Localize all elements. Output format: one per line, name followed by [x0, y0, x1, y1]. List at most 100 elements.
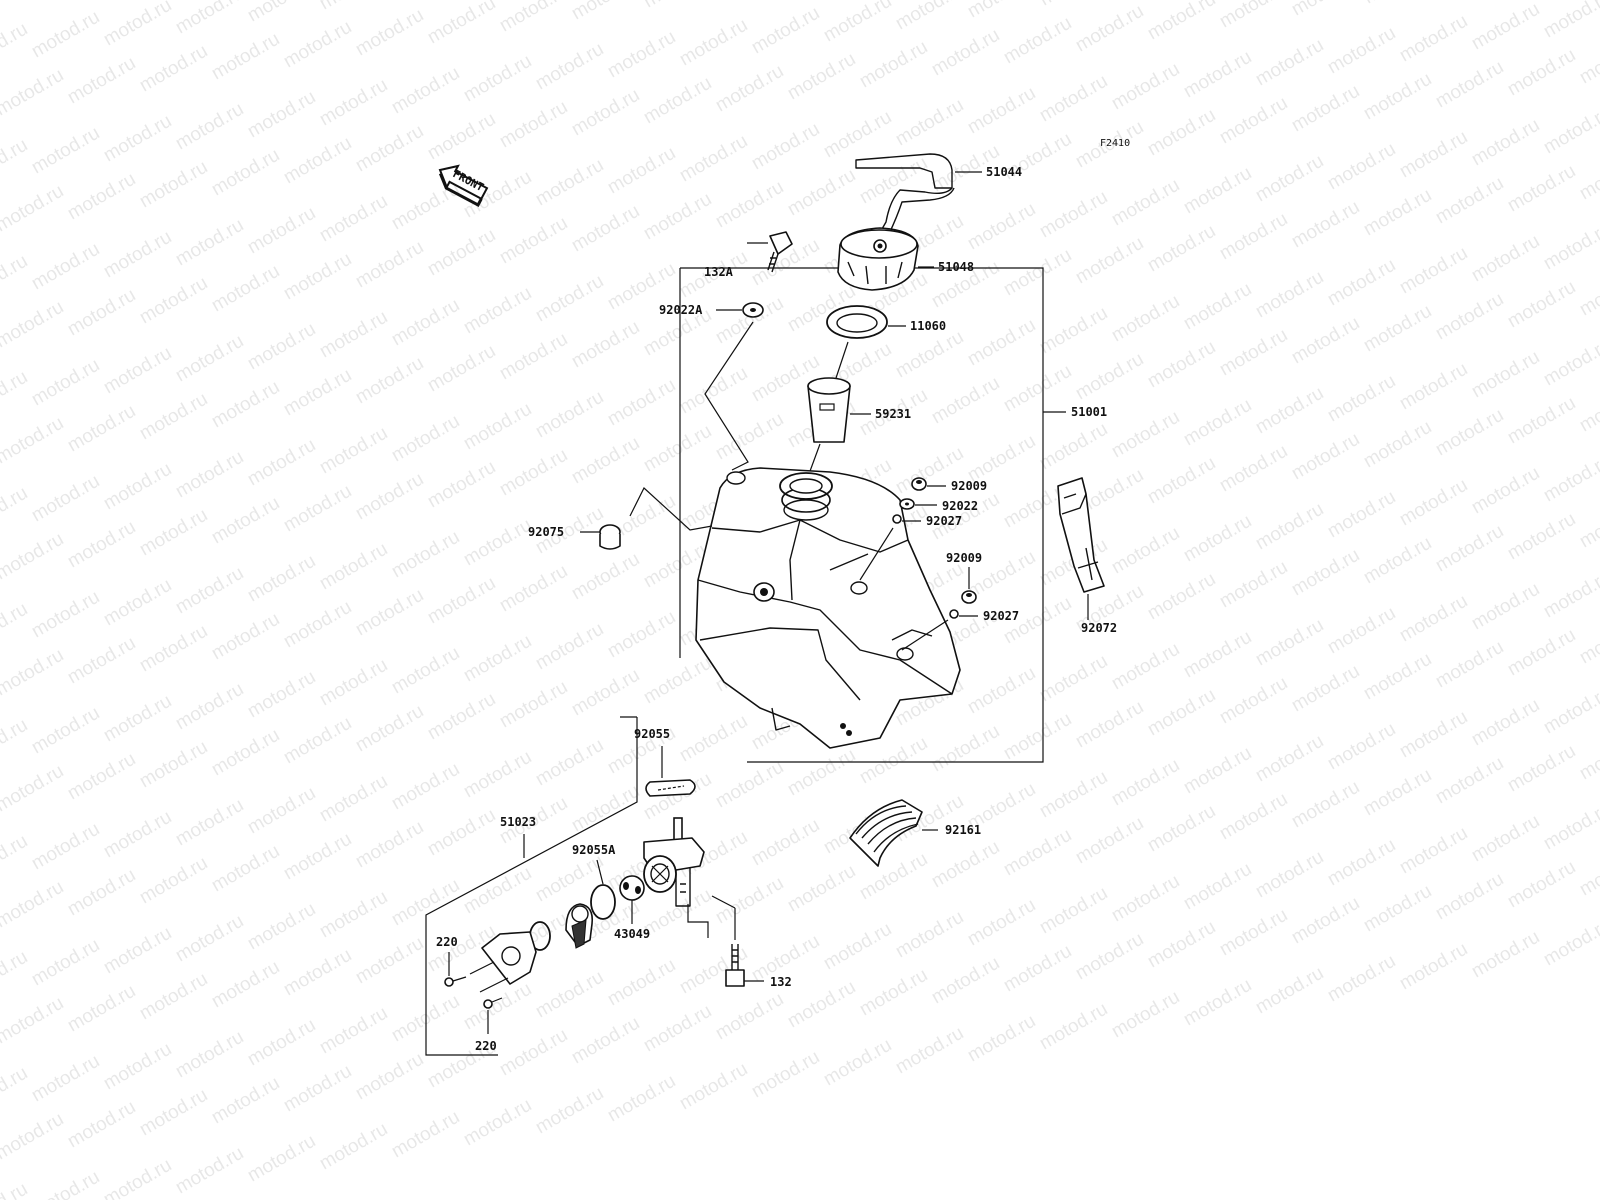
watermark-text: motod.ru	[1396, 591, 1471, 647]
watermark-text: motod.ru	[1072, 233, 1147, 289]
watermark-text: motod.ru	[316, 423, 391, 479]
watermark-text: motod.ru	[208, 261, 283, 317]
watermark-text: motod.ru	[64, 53, 139, 109]
watermark-text: motod.ru	[1396, 707, 1471, 763]
watermark-text: motod.ru	[244, 667, 319, 723]
label-132A: 132A	[704, 265, 734, 279]
watermark-text: motod.ru	[64, 1097, 139, 1153]
watermark-text: motod.ru	[1540, 799, 1600, 855]
watermark-text: motod.ru	[388, 527, 463, 583]
label-92009-upper: 92009	[951, 479, 987, 493]
watermark-text: motod.ru	[280, 713, 355, 769]
watermark-text: motod.ru	[1216, 0, 1291, 32]
watermark-text: motod.ru	[1540, 0, 1600, 42]
watermark-text: motod.ru	[1288, 893, 1363, 949]
watermark-text: motod.ru	[244, 87, 319, 143]
watermark-text: motod.ru	[640, 0, 715, 12]
watermark-text: motod.ru	[928, 837, 1003, 893]
watermark-text: motod.ru	[0, 19, 31, 75]
watermark-text: motod.ru	[208, 493, 283, 549]
watermark-text: motod.ru	[1396, 475, 1471, 531]
watermark-text: motod.ru	[964, 199, 1039, 255]
watermark-text: motod.ru	[388, 295, 463, 351]
watermark-text: motod.ru	[460, 1095, 535, 1151]
watermark-text: motod.ru	[496, 0, 571, 36]
watermark-text: motod.ru	[0, 135, 31, 191]
watermark-text: motod.ru	[964, 1011, 1039, 1067]
washer-92022A	[704, 302, 764, 471]
watermark-text: motod.ru	[1324, 951, 1399, 1007]
label-92027-lower: 92027	[983, 609, 1019, 623]
watermark-text: motod.ru	[136, 41, 211, 97]
watermark-text: motod.ru	[856, 153, 931, 209]
watermark-text: motod.ru	[316, 1119, 391, 1175]
watermark-text: motod.ru	[676, 131, 751, 187]
watermark-text: motod.ru	[1432, 405, 1507, 461]
watermark-text: motod.ru	[1216, 93, 1291, 149]
watermark-text: motod.ru	[28, 587, 103, 643]
watermark-text: motod.ru	[1180, 47, 1255, 103]
watermark-text: motod.ru	[280, 597, 355, 653]
watermark-text: motod.ru	[1072, 929, 1147, 985]
watermark-text: motod.ru	[1468, 927, 1543, 983]
watermark-text: motod.ru	[640, 885, 715, 941]
watermark-text: motod.ru	[172, 1143, 247, 1199]
watermark-text: motod.ru	[1396, 11, 1471, 67]
watermark-text: motod.ru	[676, 711, 751, 767]
watermark-text: motod.ru	[1576, 149, 1600, 205]
watermark-text: motod.ru	[640, 421, 715, 477]
watermark-text: motod.ru	[1252, 963, 1327, 1019]
label-92022: 92022	[942, 499, 978, 513]
watermark-text: motod.ru	[208, 29, 283, 85]
watermark-text: motod.ru	[532, 735, 607, 791]
watermark-text: motod.ru	[1144, 337, 1219, 393]
watermark-text: motod.ru	[1468, 463, 1543, 519]
watermark-text: motod.ru	[388, 1107, 463, 1163]
watermark-text: motod.ru	[316, 307, 391, 363]
watermark-text: motod.ru	[28, 355, 103, 411]
watermark-text: motod.ru	[424, 341, 499, 397]
watermark-text: motod.ru	[100, 923, 175, 979]
watermark-text: motod.ru	[0, 877, 67, 933]
watermark-text: motod.ru	[1252, 847, 1327, 903]
watermark-text: motod.ru	[280, 945, 355, 1001]
watermark-text: motod.ru	[100, 1155, 175, 1200]
watermark-text: motod.ru	[424, 805, 499, 861]
watermark-text: motod.ru	[1504, 741, 1579, 797]
bracket-51023	[425, 717, 638, 1056]
watermark-text: motod.ru	[352, 469, 427, 525]
watermark-text: motod.ru	[928, 953, 1003, 1009]
watermark-text: motod.ru	[892, 1023, 967, 1079]
watermark-text: motod.ru	[604, 375, 679, 431]
watermark-text: motod.ru	[1324, 603, 1399, 659]
watermark-text: motod.ru	[172, 331, 247, 387]
watermark-text: motod.ru	[316, 75, 391, 131]
watermark-text: motod.ru	[784, 977, 859, 1033]
watermark-text: motod.ru	[460, 747, 535, 803]
watermark-text: motod.ru	[1324, 487, 1399, 543]
watermark-text: motod.ru	[352, 121, 427, 177]
watermark-text: motod.ru	[1036, 767, 1111, 823]
watermark-text: motod.ru	[208, 145, 283, 201]
watermark-text: motod.ru	[316, 539, 391, 595]
watermark-text: motod.ru	[0, 529, 67, 585]
watermark-text: motod.ru	[1540, 451, 1600, 507]
watermark-text: motod.ru	[1252, 731, 1327, 787]
watermark-text: motod.ru	[64, 401, 139, 457]
watermark-text: motod.ru	[964, 0, 1039, 22]
damper-92009-upper	[911, 477, 946, 491]
watermark-text: motod.ru	[892, 907, 967, 963]
watermark-text: motod.ru	[1180, 163, 1255, 219]
watermark-text: motod.ru	[1324, 255, 1399, 311]
watermark-text: motod.ru	[0, 251, 31, 307]
watermark-text: motod.ru	[676, 15, 751, 71]
watermark-text: motod.ru	[280, 249, 355, 305]
watermark-text: motod.ru	[388, 759, 463, 815]
watermark-text: motod.ru	[1360, 69, 1435, 125]
watermark-text: motod.ru	[964, 431, 1039, 487]
rubber-strap-92072	[1057, 477, 1105, 620]
label-51048: 51048	[938, 260, 974, 274]
watermark-text: motod.ru	[100, 0, 175, 50]
label-92055: 92055	[634, 727, 670, 741]
watermark-text: motod.ru	[0, 65, 67, 121]
